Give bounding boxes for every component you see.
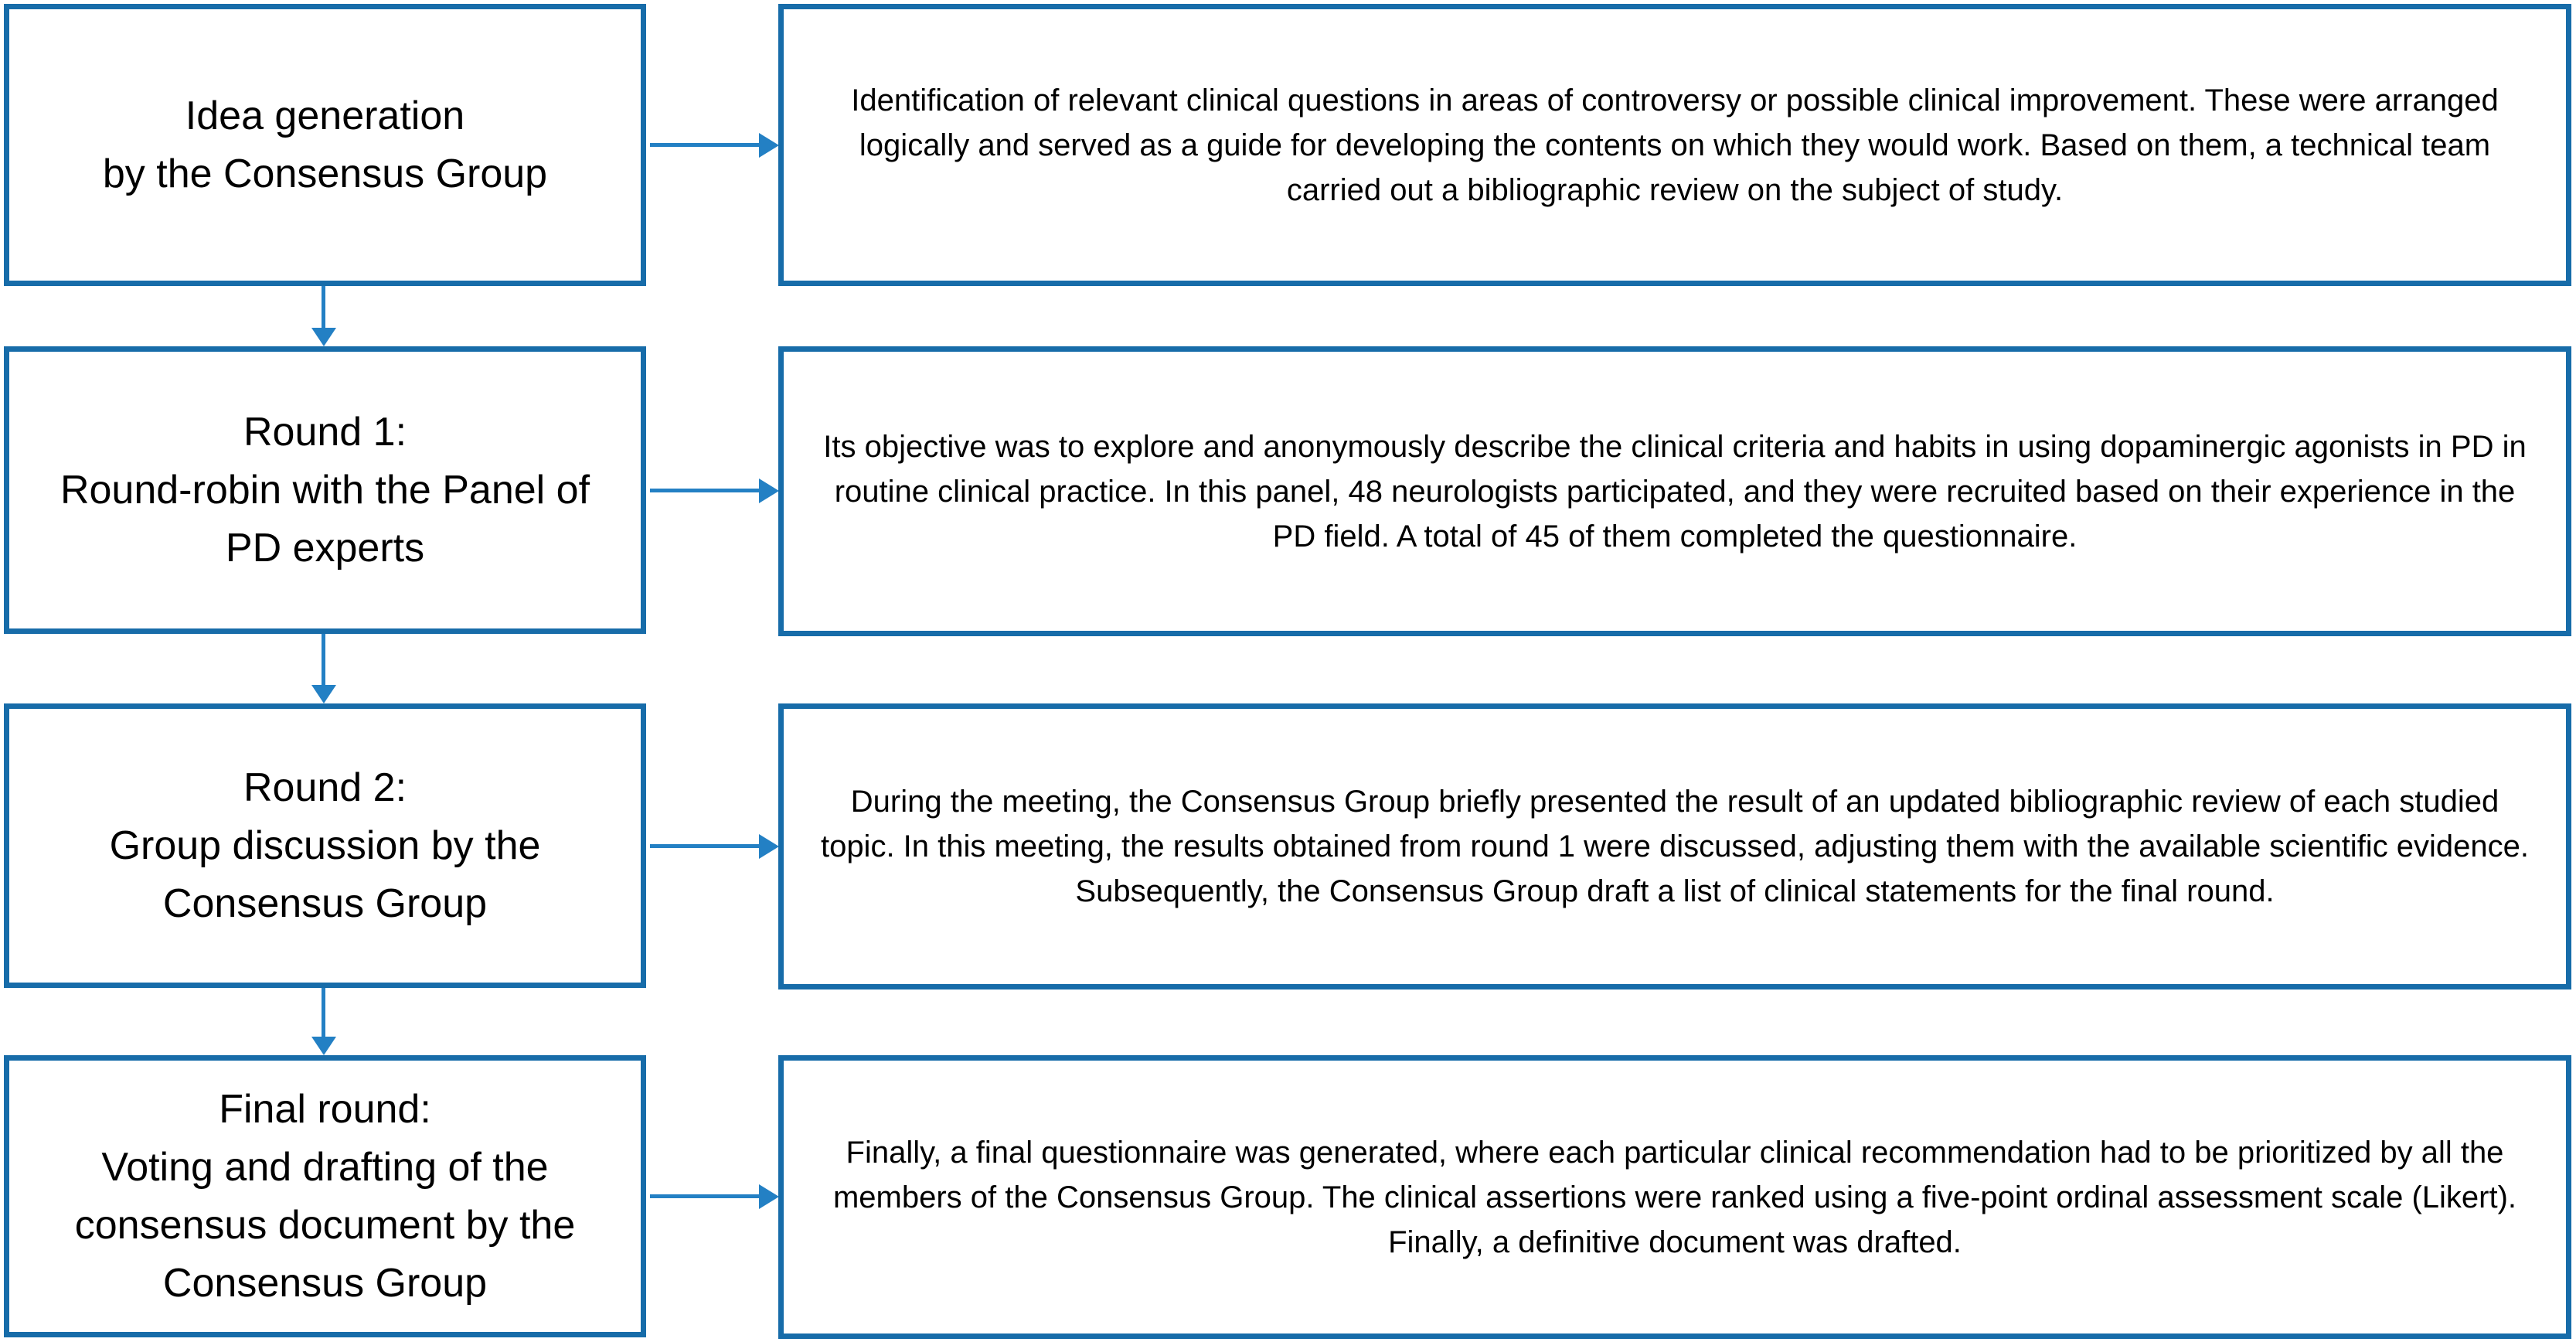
description-box-round-2: During the meeting, the Consensus Group … xyxy=(778,703,2571,989)
arrow-right-icon xyxy=(650,844,759,848)
step-label: Round 2: Group discussion by the Consens… xyxy=(109,765,541,926)
arrow-down-icon xyxy=(322,286,325,328)
arrow-right-icon xyxy=(650,1194,759,1198)
description-text: Identification of relevant clinical ques… xyxy=(851,83,2499,207)
step-label: Round 1: Round-robin with the Panel of P… xyxy=(60,409,590,571)
description-box-final-round: Finally, a final questionnaire was gener… xyxy=(778,1055,2571,1339)
arrow-down-icon xyxy=(322,988,325,1037)
description-text: Its objective was to explore and anonymo… xyxy=(823,429,2527,553)
step-box-round-1: Round 1: Round-robin with the Panel of P… xyxy=(4,346,646,634)
step-label: Final round: Voting and drafting of the … xyxy=(74,1086,576,1306)
arrow-down-icon xyxy=(322,634,325,685)
step-box-final-round: Final round: Voting and drafting of the … xyxy=(4,1055,646,1337)
step-box-idea-generation: Idea generation by the Consensus Group xyxy=(4,4,646,286)
description-box-idea-generation: Identification of relevant clinical ques… xyxy=(778,4,2571,286)
step-label: Idea generation by the Consensus Group xyxy=(102,93,548,196)
description-text: Finally, a final questionnaire was gener… xyxy=(832,1135,2517,1259)
arrow-right-icon xyxy=(650,489,759,492)
step-box-round-2: Round 2: Group discussion by the Consens… xyxy=(4,703,646,988)
description-box-round-1: Its objective was to explore and anonymo… xyxy=(778,346,2571,636)
arrow-right-icon xyxy=(650,143,759,147)
description-text: During the meeting, the Consensus Group … xyxy=(820,785,2530,908)
